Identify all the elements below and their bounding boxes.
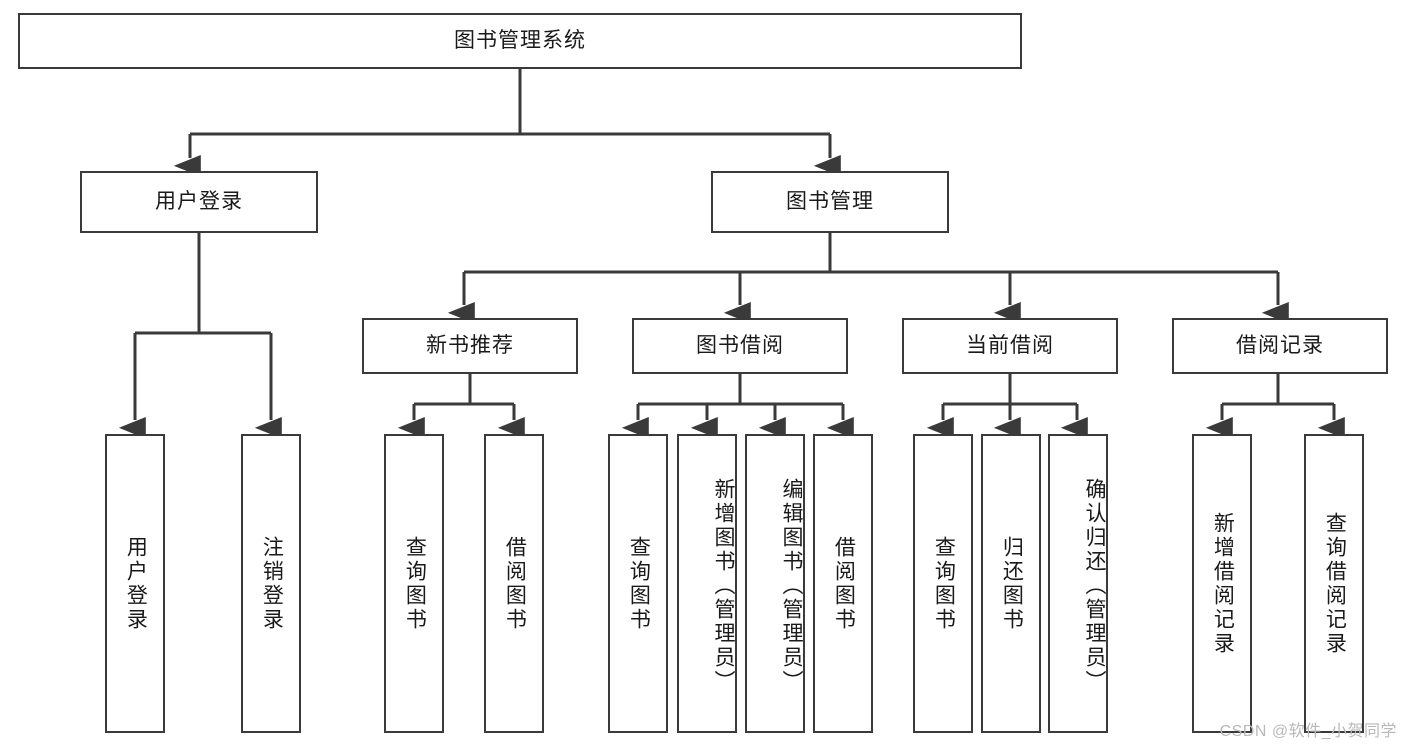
node-current-borrow[interactable]: 当前借阅 (902, 318, 1118, 374)
leaf-user-logout[interactable]: 注销登录 (241, 434, 301, 733)
leaf-query-book-3[interactable]: 查询图书 (913, 434, 973, 733)
leaf-user-login-label: 用户登录 (124, 535, 148, 632)
leaf-user-login[interactable]: 用户登录 (105, 434, 165, 733)
leaf-query-book-1-label: 查询图书 (403, 535, 427, 632)
node-user-login-label: 用户登录 (155, 189, 243, 213)
leaf-add-book[interactable]: 新增图书（管理员） (677, 434, 737, 733)
node-root-label: 图书管理系统 (454, 28, 586, 52)
leaf-borrow-book-1[interactable]: 借阅图书 (484, 434, 544, 733)
leaf-query-book-2[interactable]: 查询图书 (608, 434, 668, 733)
node-book-borrow[interactable]: 图书借阅 (632, 318, 848, 374)
leaf-confirm-return[interactable]: 确认归还（管理员） (1048, 434, 1108, 733)
leaf-query-borrow-record[interactable]: 查询借阅记录 (1304, 434, 1364, 733)
node-root[interactable]: 图书管理系统 (18, 13, 1022, 69)
node-borrow-record-label: 借阅记录 (1236, 333, 1324, 357)
csdn-watermark: CSDN @软件_小贺同学 (1219, 723, 1397, 740)
node-book-manage-label: 图书管理 (786, 189, 874, 213)
leaf-borrow-book-2[interactable]: 借阅图书 (813, 434, 873, 733)
leaf-borrow-book-1-label: 借阅图书 (503, 535, 527, 632)
leaf-edit-book-label: 编辑图书（管理员） (780, 477, 803, 694)
leaf-edit-book[interactable]: 编辑图书（管理员） (745, 434, 805, 733)
leaf-add-borrow-record[interactable]: 新增借阅记录 (1192, 434, 1252, 733)
node-new-book-recommend-label: 新书推荐 (426, 333, 514, 357)
node-user-login[interactable]: 用户登录 (80, 171, 318, 233)
node-new-book-recommend[interactable]: 新书推荐 (362, 318, 578, 374)
leaf-query-book-3-label: 查询图书 (932, 535, 956, 632)
node-borrow-record[interactable]: 借阅记录 (1172, 318, 1388, 374)
leaf-user-logout-label: 注销登录 (260, 535, 284, 632)
leaf-query-borrow-record-label: 查询借阅记录 (1323, 511, 1347, 656)
leaf-query-book-1[interactable]: 查询图书 (384, 434, 444, 733)
leaf-return-book[interactable]: 归还图书 (981, 434, 1041, 733)
leaf-borrow-book-2-label: 借阅图书 (832, 535, 856, 632)
leaf-add-book-label: 新增图书（管理员） (712, 477, 735, 694)
node-book-borrow-label: 图书借阅 (696, 333, 784, 357)
node-book-manage[interactable]: 图书管理 (711, 171, 949, 233)
leaf-confirm-return-label: 确认归还（管理员） (1083, 477, 1106, 694)
leaf-query-book-2-label: 查询图书 (627, 535, 651, 632)
leaf-add-borrow-record-label: 新增借阅记录 (1211, 511, 1235, 656)
leaf-return-book-label: 归还图书 (1000, 535, 1024, 632)
node-current-borrow-label: 当前借阅 (966, 333, 1054, 357)
